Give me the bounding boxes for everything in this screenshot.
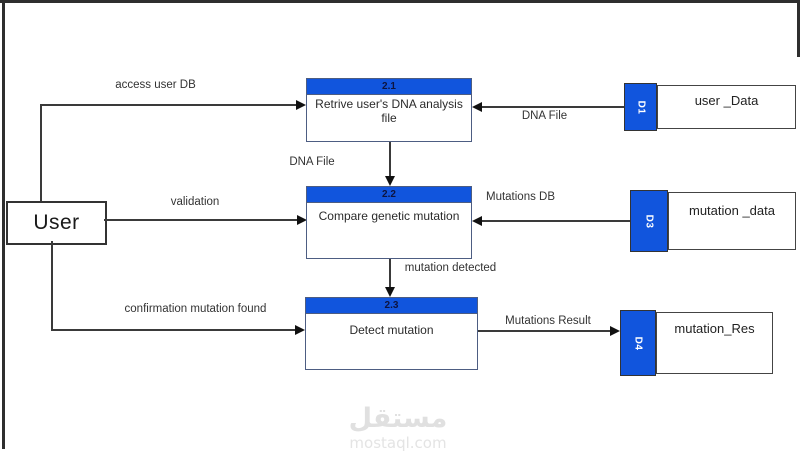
process-2-2-label: Compare genetic mutation (318, 209, 460, 223)
flow-dna-file-d1-label: DNA File (521, 110, 568, 122)
flow-confirmation-hline (51, 329, 295, 331)
flow-dna-file-21-22-vline (389, 142, 391, 177)
flow-mutations-db-label: Mutations DB (485, 191, 556, 203)
flow-dna-file-d1-hline (481, 106, 624, 108)
data-store-d4-label: mutation_Res (656, 312, 773, 374)
data-store-d4-id: D4 (632, 336, 644, 350)
flow-mutations-db-hline (481, 220, 630, 222)
flow-validation-arrowhead (297, 215, 307, 225)
flow-mutations-result-hline (478, 330, 611, 332)
data-store-d1-label: user _Data (657, 85, 796, 129)
flow-mutation-detected-arrowhead (385, 287, 395, 297)
flow-dna-file-21-22-arrowhead (385, 176, 395, 186)
flow-access-user-db-hline (40, 104, 296, 106)
process-2-3-id: 2.3 (306, 298, 477, 314)
data-store-d3: D3 mutation _data (630, 190, 796, 252)
flow-mutation-detected-vline (389, 259, 391, 288)
flow-validation-hline (104, 219, 297, 221)
flow-dna-file-21-22-label: DNA File (289, 156, 335, 168)
watermark-arabic-logo: مستقل (348, 403, 448, 434)
flow-mutations-result-label: Mutations Result (505, 315, 591, 327)
data-store-d1-id: D1 (634, 100, 646, 114)
data-store-d1: D1 user _Data (624, 83, 796, 131)
external-entity-user: User (6, 201, 107, 245)
flow-confirmation-label: confirmation mutation found (124, 303, 267, 315)
process-2-1-label: Retrive user's DNA analysis file (315, 97, 463, 126)
process-2-3: 2.3 Detect mutation (305, 297, 478, 370)
data-store-d1-tab: D1 (624, 83, 657, 131)
flow-confirmation-vline (51, 241, 53, 330)
watermark-domain: mostaql.com (349, 433, 447, 452)
flow-access-user-db-label: access user DB (115, 79, 196, 91)
data-store-d4-tab: D4 (620, 310, 656, 376)
frame-right-line (797, 0, 800, 57)
data-store-d4: D4 mutation_Res (620, 310, 773, 376)
flow-mutations-db-arrowhead (472, 216, 482, 226)
flow-dna-file-d1-arrowhead (472, 102, 482, 112)
frame-left-line (2, 0, 5, 449)
flow-mutation-detected-label: mutation detected (404, 262, 497, 274)
process-2-3-label: Detect mutation (349, 323, 434, 337)
process-2-1: 2.1 Retrive user's DNA analysis file (306, 78, 472, 142)
flow-access-user-db-arrowhead (296, 100, 306, 110)
frame-top-line (0, 0, 800, 3)
flow-confirmation-arrowhead (295, 325, 305, 335)
flow-access-user-db-vline (40, 105, 42, 201)
external-entity-user-label: User (33, 211, 80, 234)
data-store-d3-id: D3 (643, 214, 655, 228)
data-store-d3-label: mutation _data (668, 192, 796, 250)
process-2-1-id: 2.1 (307, 79, 471, 95)
watermark: مستقل mostaql.com (328, 404, 468, 451)
flow-validation-label: validation (170, 196, 220, 208)
flow-mutations-result-arrowhead (610, 326, 620, 336)
data-store-d3-tab: D3 (630, 190, 668, 252)
process-2-2: 2.2 Compare genetic mutation (306, 186, 472, 259)
process-2-2-id: 2.2 (307, 187, 471, 203)
